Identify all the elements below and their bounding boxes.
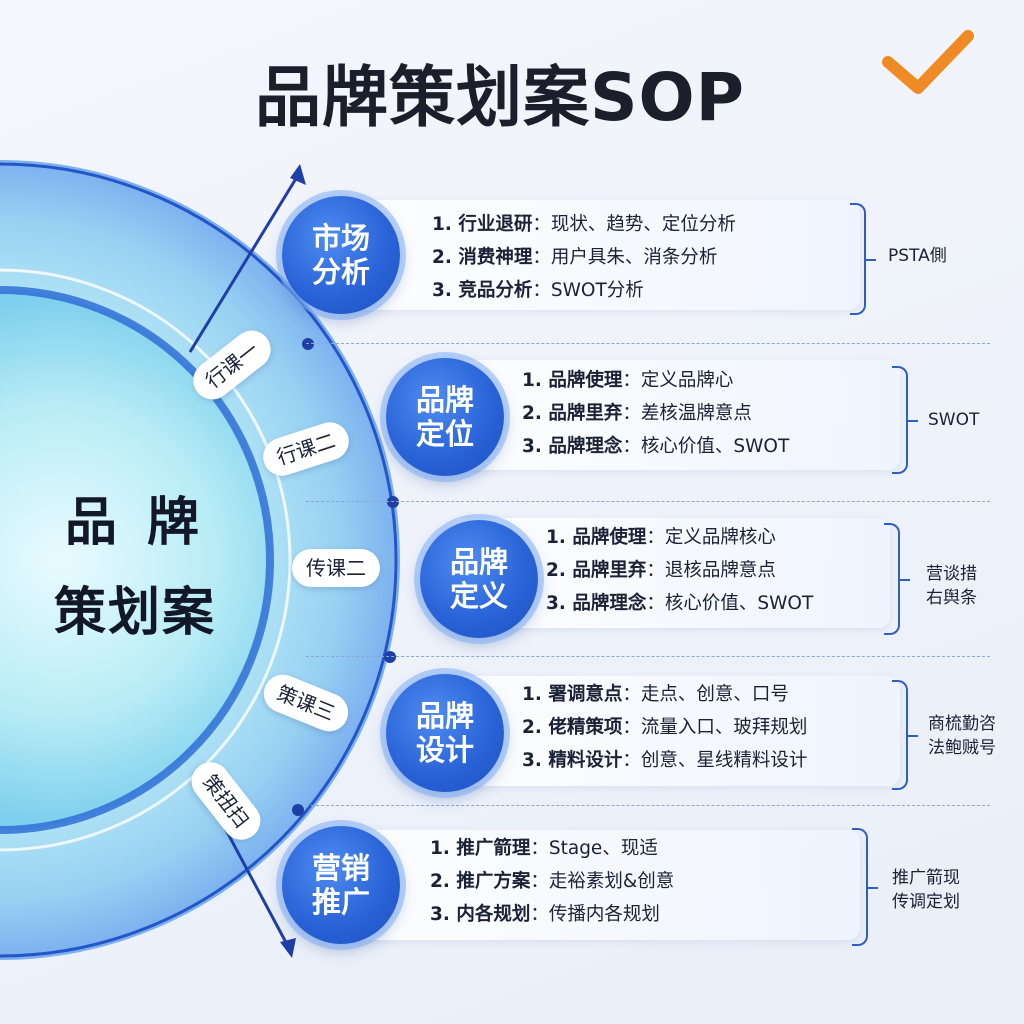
list-item: 3. 竞品分析：SWOT分析 [432, 280, 644, 301]
bracket [850, 203, 876, 315]
center-title-line1: 品 牌 [64, 493, 206, 553]
stage-note: 推广箭现 传调定划 [892, 868, 960, 912]
page-title: 品牌策划案SOP [255, 59, 746, 136]
list-item: 2. 推广方案：走裕素划&创意 [430, 871, 675, 892]
center-title-line2: 策划案 [53, 583, 216, 643]
separator [306, 656, 990, 657]
list-item: 1. 行业退研：现状、趋势、定位分析 [432, 214, 736, 235]
list-item: 3. 品牌理念：核心价值、SWOT [546, 593, 814, 614]
list-item: 2. 品牌里弃：差核温牌意点 [522, 403, 752, 424]
list-item: 3. 品牌理念：核心价值、SWOT [522, 436, 790, 457]
ring-label-3: 传课二 [292, 549, 380, 587]
bracket [852, 828, 878, 946]
stage-note: SWOT [928, 410, 980, 430]
stage-badge: 品牌 定义 [420, 520, 538, 638]
stage-note: 商梳勤咨 法鲍贼号 [928, 714, 996, 758]
stage-items: 1. 品牌使理：定义品牌核心 2. 品牌里弃：退核品牌意点 3. 品牌理念：核心… [546, 521, 813, 620]
stage-card [330, 200, 860, 310]
separator [306, 343, 990, 344]
list-item: 1. 推广箭理：Stage、现适 [430, 838, 658, 859]
checkmark-icon [882, 30, 974, 94]
stage-items: 1. 推广箭理：Stage、现适 2. 推广方案：走裕素划&创意 3. 内各规划… [430, 832, 674, 931]
stage-badge: 市场 分析 [282, 196, 400, 314]
stage-card [330, 830, 860, 940]
stage-items: 1. 行业退研：现状、趋势、定位分析 2. 消费神理：用户具朱、消条分析 3. … [432, 208, 736, 307]
separator [306, 501, 990, 502]
list-item: 1. 署调意点：走点、创意、口号 [522, 684, 789, 705]
separator [306, 805, 990, 806]
bracket [884, 523, 910, 635]
list-item: 1. 品牌使理：定义品牌核心 [546, 527, 776, 548]
stage-note: PSTA側 [888, 246, 947, 266]
stage-badge: 品牌 定位 [386, 358, 504, 476]
list-item: 2. 品牌里弃：退核品牌意点 [546, 560, 776, 581]
stage-badge: 品牌 设计 [386, 674, 504, 792]
stage-items: 1. 品牌使理：定义品牌心 2. 品牌里弃：差核温牌意点 3. 品牌理念：核心价… [522, 364, 789, 463]
stage-note: 营谈措 右舆条 [926, 564, 977, 608]
list-item: 2. 消费神理：用户具朱、消条分析 [432, 247, 718, 268]
list-item: 3. 精料设计：创意、星线精料设计 [522, 750, 808, 771]
bracket [892, 366, 918, 474]
stage-items: 1. 署调意点：走点、创意、口号 2. 佬精策项：流量入口、玻拜规划 3. 精料… [522, 678, 807, 777]
list-item: 3. 内各规划：传播内各规划 [430, 904, 660, 925]
list-item: 1. 品牌使理：定义品牌心 [522, 370, 734, 391]
list-item: 2. 佬精策项：流量入口、玻拜规划 [522, 717, 808, 738]
bracket [892, 680, 918, 790]
stage-badge: 营销 推广 [282, 826, 400, 944]
